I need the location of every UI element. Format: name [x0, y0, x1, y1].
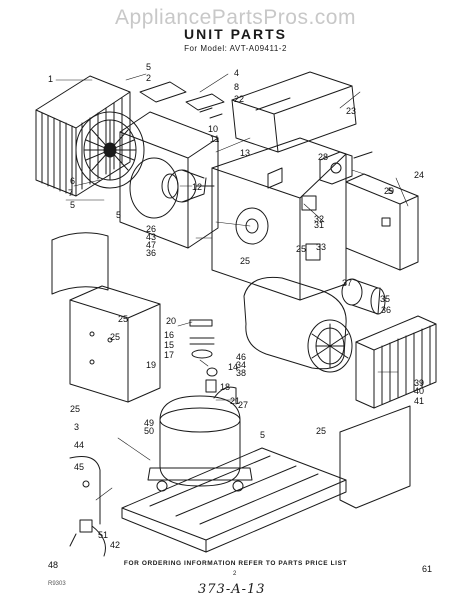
callout-5: 5	[116, 210, 121, 220]
callout-25: 25	[296, 244, 306, 254]
callout-6: 6	[70, 176, 75, 186]
handwritten-note: 373-A-13	[198, 582, 266, 597]
callout-44: 44	[74, 440, 84, 450]
callout-33: 33	[316, 242, 326, 252]
page-number: 2	[233, 571, 237, 577]
callout-37: 37	[342, 278, 352, 288]
screws-top	[199, 107, 223, 119]
callout-25: 25	[118, 314, 128, 324]
check-valve-assembly	[189, 319, 218, 393]
document-id: R9303	[48, 581, 66, 587]
callout-5: 5	[146, 62, 151, 72]
callout-47: 47	[146, 240, 156, 250]
diagram-title: UNIT PARTS	[184, 26, 287, 42]
callout-7: 7	[68, 188, 73, 198]
callout-24: 24	[414, 170, 424, 180]
callout-32: 32	[314, 214, 324, 224]
callout-42: 42	[110, 540, 120, 550]
callout-25: 25	[316, 426, 326, 436]
callout-19: 19	[146, 360, 156, 370]
callout-2: 2	[146, 73, 151, 83]
callout-10: 10	[208, 124, 218, 134]
callout-35: 35	[380, 294, 390, 304]
callout-18: 18	[220, 382, 230, 392]
evaporator-coil	[35, 75, 131, 197]
leader-lines	[55, 73, 409, 501]
top-partition	[231, 71, 357, 153]
callout-38: 38	[236, 368, 246, 378]
air-deflector	[51, 232, 109, 295]
callout-39: 39	[414, 378, 424, 388]
callout-25: 25	[240, 256, 250, 266]
callout-49: 49	[144, 418, 154, 428]
center-partition	[211, 137, 347, 301]
callout-25: 25	[70, 404, 80, 414]
callout-22: 22	[234, 94, 244, 104]
callout-25: 25	[110, 332, 120, 342]
callout-17: 17	[164, 350, 174, 360]
callout-36: 36	[146, 248, 156, 258]
callout-3: 3	[74, 422, 79, 432]
callout-15: 15	[164, 340, 174, 350]
callout-23: 23	[346, 106, 356, 116]
callout-4: 4	[234, 68, 239, 78]
model-subtitle: For Model: AVT-A09411-2	[184, 44, 287, 53]
callout-5: 5	[70, 200, 75, 210]
callout-34: 34	[236, 360, 246, 370]
callout-45: 45	[74, 462, 84, 472]
callout-51: 51	[98, 530, 108, 540]
callout-27: 27	[238, 400, 248, 410]
power-cord	[69, 456, 106, 557]
callout-21: 21	[230, 396, 240, 406]
callout-36: 36	[381, 305, 391, 315]
callout-12: 12	[192, 182, 202, 192]
callout-26: 26	[146, 224, 156, 234]
callout-31: 31	[314, 220, 324, 230]
cover-plate	[339, 405, 411, 509]
compressor	[147, 386, 253, 492]
callout-29: 29	[384, 186, 394, 196]
callout-61: 61	[422, 564, 432, 574]
callout-8: 8	[234, 82, 239, 92]
base-pan	[121, 447, 347, 553]
ordering-note: FOR ORDERING INFORMATION REFER TO PARTS …	[123, 560, 348, 567]
condenser-coil	[355, 315, 437, 409]
condenser-blower	[243, 276, 353, 373]
callout-28: 28	[318, 152, 328, 162]
fan-motor	[161, 169, 215, 203]
control-box	[319, 151, 373, 185]
callout-41: 41	[414, 396, 424, 406]
callout-5: 5	[388, 186, 393, 196]
callout-20: 20	[166, 316, 176, 326]
evaporator-fan	[75, 111, 145, 189]
callout-40: 40	[414, 386, 424, 396]
callout-13: 13	[240, 148, 250, 158]
top-cover-piece	[185, 93, 225, 111]
callout-46: 46	[236, 352, 246, 362]
callout-14: 14	[228, 362, 238, 372]
callout-16: 16	[164, 330, 174, 340]
watermark: AppliancePartsPros.com	[115, 6, 356, 29]
callout-5: 5	[260, 430, 265, 440]
callout-48: 48	[48, 560, 58, 570]
condenser-motor	[341, 278, 386, 315]
callout-43: 43	[146, 232, 156, 242]
callout-11: 11	[210, 134, 219, 144]
side-panel-left	[69, 285, 161, 403]
callout-1: 1	[48, 74, 53, 84]
side-panel-right	[345, 173, 419, 271]
filter-bracket	[139, 81, 187, 103]
callout-50: 50	[144, 426, 154, 436]
